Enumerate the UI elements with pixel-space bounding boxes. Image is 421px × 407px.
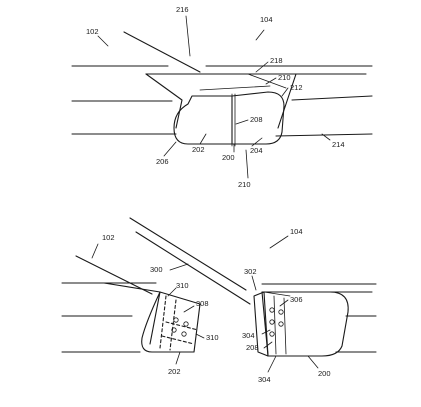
panel-300-lower (135, 231, 251, 305)
b-face-top (263, 291, 291, 297)
leader-212 (281, 87, 289, 97)
b-label-310-bottom: 310 (206, 333, 219, 342)
label-214: 214 (332, 140, 345, 149)
label-212: 212 (290, 83, 303, 92)
leader-210b (245, 149, 249, 179)
block-202-body (173, 95, 233, 145)
leader-206 (163, 141, 177, 157)
b-label-300: 300 (150, 265, 163, 274)
leader-208 (235, 119, 249, 125)
b-leader-310b (195, 333, 205, 339)
label-104: 104 (260, 15, 273, 24)
label-208: 208 (250, 115, 263, 124)
b-202-pin-2 (183, 321, 189, 327)
b-leader-104 (269, 235, 289, 249)
b-200-pin-5 (269, 331, 275, 337)
label-210-bottom: 210 (238, 180, 251, 189)
b-label-304-top: 304 (242, 331, 255, 340)
b-leader-306 (279, 299, 289, 307)
block-204-body (231, 91, 285, 145)
b-block-202-hidden-2 (169, 299, 177, 351)
b-leader-208 (263, 341, 273, 349)
label-102: 102 (86, 27, 99, 36)
b-block-202-hidden-1 (159, 295, 167, 349)
b-label-310-top: 310 (176, 281, 189, 290)
b-block-202-hidden-3 (165, 321, 199, 331)
label-218: 218 (270, 56, 283, 65)
label-200: 200 (222, 153, 235, 162)
panel-104-mid-edge (291, 95, 373, 101)
bottom-figure: 102 104 300 302 310 308 306 304 310 208 … (61, 217, 377, 384)
b-label-304-bottom: 304 (258, 375, 271, 384)
b-leader-300 (169, 263, 189, 271)
b-200-pin-4 (278, 321, 284, 327)
b-label-308: 308 (196, 299, 209, 308)
b-leader-304a (261, 329, 271, 335)
leader-214 (321, 133, 331, 141)
b-label-104: 104 (290, 227, 303, 236)
b-leader-302 (251, 275, 257, 291)
b-leader-202 (175, 351, 181, 365)
b-label-208: 208 (246, 343, 259, 352)
b-face-inner-2 (283, 297, 287, 355)
b-left-chamfer (103, 282, 161, 345)
b-200-pin-1 (269, 307, 275, 313)
leader-210a (265, 77, 277, 85)
label-202: 202 (192, 145, 205, 154)
b-leader-200 (307, 355, 319, 369)
b-label-302: 302 (244, 267, 257, 276)
b-block-202 (141, 291, 201, 353)
b-face-inner-1 (273, 295, 277, 355)
b-label-202: 202 (168, 367, 181, 376)
leader-202 (199, 133, 207, 145)
leader-104 (255, 29, 265, 41)
right-chamfer (231, 73, 297, 129)
b-panel-102-top-edge (75, 255, 153, 295)
block-top-seam (199, 85, 271, 91)
leader-102 (97, 35, 109, 47)
right-chamfer-inner (247, 73, 287, 89)
b-block-200 (261, 291, 349, 357)
b-label-200: 200 (318, 369, 331, 378)
panel-300-upper (129, 217, 247, 291)
b-202-pin-4 (181, 331, 187, 337)
b-202-pin-3 (171, 327, 177, 333)
b-label-306: 306 (290, 295, 303, 304)
label-210-top: 210 (278, 73, 291, 82)
leader-216 (185, 15, 191, 57)
label-206: 206 (156, 157, 169, 166)
top-figure: 102 216 104 218 210 212 208 202 204 200 … (71, 5, 373, 189)
leader-204 (251, 137, 263, 147)
b-200-pin-3 (269, 319, 275, 325)
b-label-102: 102 (102, 233, 115, 242)
b-leader-304b (267, 355, 277, 373)
b-leader-310a (167, 287, 177, 297)
b-face-302 (253, 291, 269, 357)
label-204: 204 (250, 146, 263, 155)
leader-218 (255, 61, 269, 73)
b-leader-308 (183, 305, 195, 313)
b-leader-102 (91, 243, 99, 259)
panel-102-diagonal (123, 31, 201, 73)
b-block-202-hidden-4 (161, 335, 195, 345)
left-chamfer (145, 73, 183, 129)
label-216: 216 (176, 5, 189, 14)
b-202-pin-1 (173, 317, 179, 323)
b-200-pin-2 (278, 309, 284, 315)
